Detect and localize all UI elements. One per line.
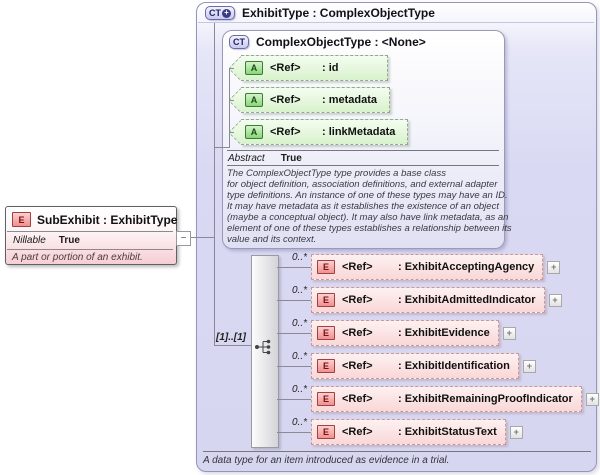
element-exhibit-remaining-proof-indicator[interactable]: E <Ref> : ExhibitRemainingProofIndicator <box>311 386 582 412</box>
subexhibit-header: E SubExhibit : ExhibitType <box>12 212 177 227</box>
element-exhibit-identification[interactable]: E <Ref> : ExhibitIdentification <box>311 353 519 379</box>
element-name: : ExhibitIdentification <box>398 360 510 372</box>
expand-icon[interactable]: + <box>509 425 523 439</box>
footer-divider <box>203 451 591 452</box>
base-type-title: ComplexObjectType : <None> <box>256 35 426 49</box>
element-connector <box>277 399 311 400</box>
abstract-label: Abstract <box>228 153 265 164</box>
subexhibit-title: SubExhibit : ExhibitType <box>37 212 178 227</box>
complex-type-icon: CT <box>229 35 249 49</box>
occurrence-label: 0..* <box>291 384 307 395</box>
attribute-metadata[interactable]: A <Ref> : metadata <box>228 86 391 114</box>
entry-connector <box>190 237 215 238</box>
subexhibit-annotation: A part or portion of an exhibit. <box>12 252 143 263</box>
occurrence-label: 0..* <box>291 351 307 362</box>
element-name: : ExhibitRemainingProofIndicator <box>398 393 573 405</box>
attribute-branch-connector <box>215 147 229 148</box>
element-connector <box>277 300 311 301</box>
attribute-stub <box>229 132 234 133</box>
element-name: : ExhibitAcceptingAgency <box>398 261 535 273</box>
element-name: : ExhibitStatusText <box>398 426 497 438</box>
element-row: E <Ref> : ExhibitEvidence + <box>311 320 516 346</box>
element-row: E <Ref> : ExhibitAcceptingAgency + <box>311 254 561 280</box>
attribute-name: : id <box>322 62 339 74</box>
element-connector <box>277 432 311 433</box>
attribute-ref: <Ref> <box>270 94 301 106</box>
attribute-icon: A <box>245 125 263 139</box>
plus-dot-icon: + <box>222 8 231 18</box>
attribute-icon: A <box>245 93 263 107</box>
panel-header: CT+ ExhibitType : ComplexObjectType <box>205 6 435 20</box>
element-connector <box>277 366 311 367</box>
element-exhibit-admitted-indicator[interactable]: E <Ref> : ExhibitAdmittedIndicator <box>311 287 545 313</box>
element-ref: <Ref> <box>342 360 373 372</box>
attribute-link-metadata[interactable]: A <Ref> : linkMetadata <box>228 118 409 146</box>
element-row: E <Ref> : ExhibitIdentification + <box>311 353 536 379</box>
panel-header-divider <box>198 22 594 23</box>
attribute-ref: <Ref> <box>270 62 301 74</box>
abstract-divider-top <box>227 150 499 151</box>
sequence-connector <box>214 345 252 346</box>
occurrence-label: 0..* <box>291 252 307 263</box>
base-type-header: CT ComplexObjectType : <None> <box>229 35 426 49</box>
element-icon: E <box>317 425 335 439</box>
element-row: E <Ref> : ExhibitRemainingProofIndicator… <box>311 386 599 412</box>
cardinality-label: [1]..[1] <box>216 332 246 343</box>
element-name: : ExhibitAdmittedIndicator <box>398 294 536 306</box>
attribute-id[interactable]: A <Ref> : id <box>228 54 388 82</box>
element-ref: <Ref> <box>342 261 373 273</box>
element-ref: <Ref> <box>342 426 373 438</box>
attribute-ref: <Ref> <box>270 126 301 138</box>
sequence-compositor[interactable] <box>251 255 279 448</box>
nillable-property-row: Nillable True <box>13 235 80 246</box>
attribute-stub <box>229 100 234 101</box>
attribute-name: : linkMetadata <box>322 126 396 138</box>
element-ref: <Ref> <box>342 393 373 405</box>
element-icon: E <box>317 293 335 307</box>
element-row: E <Ref> : ExhibitAdmittedIndicator + <box>311 287 562 313</box>
element-exhibit-evidence[interactable]: E <Ref> : ExhibitEvidence <box>311 320 499 346</box>
element-row: E <Ref> : ExhibitStatusText + <box>311 419 523 445</box>
element-exhibit-accepting-agency[interactable]: E <Ref> : ExhibitAcceptingAgency <box>311 254 544 280</box>
element-icon: E <box>317 326 335 340</box>
expand-icon[interactable]: + <box>547 260 561 274</box>
nillable-label: Nillable <box>13 235 46 246</box>
expand-icon[interactable]: + <box>522 359 536 373</box>
element-exhibit-status-text[interactable]: E <Ref> : ExhibitStatusText <box>311 419 506 445</box>
expand-icon[interactable]: + <box>502 326 516 340</box>
attribute-stub <box>229 68 234 69</box>
subexhibit-divider <box>7 249 173 250</box>
subexhibit-divider <box>7 231 173 232</box>
spine-connector <box>214 23 215 346</box>
expand-icon[interactable]: + <box>585 392 599 406</box>
nillable-value: True <box>58 235 80 246</box>
element-icon: E <box>12 212 31 227</box>
panel-title: ExhibitType : ComplexObjectType <box>242 6 435 20</box>
attribute-icon: A <box>245 61 263 75</box>
element-ref: <Ref> <box>342 294 373 306</box>
element-connector <box>277 333 311 334</box>
expand-icon[interactable]: + <box>548 293 562 307</box>
element-connector <box>277 267 311 268</box>
abstract-value: True <box>280 153 302 164</box>
attribute-name: : metadata <box>322 94 378 106</box>
complex-type-global-icon: CT+ <box>205 6 235 20</box>
abstract-property-row: Abstract True <box>228 153 302 164</box>
occurrence-label: 0..* <box>291 318 307 329</box>
occurrence-label: 0..* <box>291 285 307 296</box>
occurrence-label: 0..* <box>291 417 307 428</box>
element-icon: E <box>317 260 335 274</box>
attribute-spine-connector <box>229 68 230 148</box>
element-name: : ExhibitEvidence <box>398 327 490 339</box>
element-ref: <Ref> <box>342 327 373 339</box>
panel-annotation: A data type for an item introduced as ev… <box>203 455 450 466</box>
base-type-annotation: The ComplexObjectType type provides a ba… <box>227 168 512 245</box>
collapse-handle[interactable]: − <box>176 231 191 246</box>
sequence-icon <box>255 339 271 355</box>
element-icon: E <box>317 359 335 373</box>
element-icon: E <box>317 392 335 406</box>
abstract-divider-bottom <box>227 165 499 166</box>
